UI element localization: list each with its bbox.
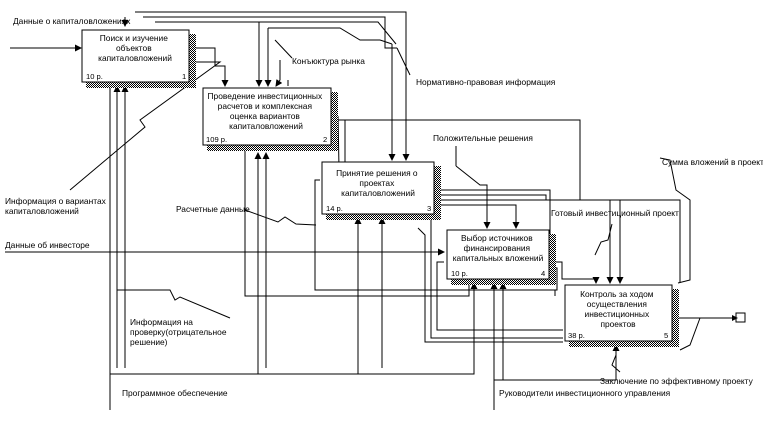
label-normative: Нормативно-правовая информация [416, 77, 555, 87]
label-software: Программное обеспечение [122, 388, 228, 398]
wire-market-b [274, 39, 293, 59]
arrow-a2-a3 [335, 115, 343, 169]
arrow-market-a2 [275, 60, 283, 87]
box-frame [321, 161, 435, 215]
label-sum: Сумма вложений в проект [662, 157, 763, 167]
box-number: 4 [541, 269, 545, 278]
label-variants-line2: капиталовложений [5, 206, 79, 216]
wire-sum [659, 157, 691, 284]
box-title: Поиск и изучение объектов капиталовложен… [98, 33, 172, 63]
box-cost: 109 р. [206, 135, 227, 144]
box-frame [446, 229, 550, 280]
wire-ready [594, 223, 613, 256]
box-frame [81, 29, 190, 83]
box-number: 1 [182, 72, 186, 81]
wire-check-info [117, 289, 231, 319]
box-frame [564, 284, 673, 342]
squiggle-conclusion [679, 317, 701, 351]
arrow-software-a4 [110, 282, 478, 375]
arrow-managers-a5 [494, 344, 620, 381]
box-title: Принятие решения о проектах капиталовлож… [336, 168, 420, 198]
box-frame [202, 87, 332, 146]
arrow-positive-a4 [455, 165, 491, 229]
boundary-tunnel [735, 312, 746, 323]
box-title: Контроль за ходом осуществления инвестиц… [580, 289, 656, 329]
activity-box-a4[interactable]: Выбор источников финансирования капиталь… [446, 229, 556, 285]
label-check-line1: Информация на [130, 317, 193, 327]
wire-normative-c [155, 21, 397, 45]
arrow-labels: Данные о капиталовложениях Конъюктура ры… [5, 16, 763, 398]
activity-box-a3[interactable]: Принятие решения о проектах капиталовлож… [321, 161, 441, 220]
label-market: Конъюктура рынка [292, 56, 365, 66]
label-conclusion: Заключение по эффективному проекту [600, 376, 754, 386]
label-investor: Данные об инвесторе [5, 240, 90, 250]
activity-box-a2[interactable]: Проведение инвестиционных расчетов и ком… [202, 87, 338, 151]
label-check-line3: решение) [130, 337, 168, 347]
wire-a5-a4 [436, 261, 563, 331]
boundary-arrowhead [732, 315, 738, 321]
wire-a3-sum [434, 199, 681, 283]
box-cost: 10 р. [86, 72, 103, 81]
arrow-a3-a4 [434, 204, 520, 229]
label-ready: Готовый инвестиционный проект [551, 208, 679, 218]
wire-managers-squiggle [611, 354, 621, 373]
box-cost: 14 р. [326, 204, 343, 213]
wire-normative-d [396, 47, 411, 76]
arrow-variants-info [69, 61, 222, 191]
activity-box-a5[interactable]: Контроль за ходом осуществления инвестиц… [564, 284, 679, 347]
activity-box-a1[interactable]: Поиск и изучение объектов капиталовложен… [81, 29, 196, 88]
arrow-a4-a5 [549, 261, 600, 284]
label-managers: Руководители инвестиционного управления [499, 388, 670, 398]
label-positive: Положительные решения [433, 133, 533, 143]
label-calc: Расчетные данные [176, 204, 250, 214]
box-number: 3 [427, 204, 431, 213]
label-invest-data: Данные о капиталовложениях [13, 16, 131, 26]
label-variants-line1: Информация о вариантах [5, 196, 107, 206]
box-title: Выбор источников финансирования капиталь… [453, 233, 544, 263]
box-title: Проведение инвестиционных расчетов и ком… [208, 91, 325, 131]
box-number: 5 [664, 331, 668, 340]
box-cost: 10 р. [451, 269, 468, 278]
wire-calc-data [244, 209, 317, 226]
label-check-line2: проверку(отрицательное [130, 327, 227, 337]
box-number: 2 [323, 135, 327, 144]
connector-arrows [5, 11, 746, 410]
box-cost: 38 р. [568, 331, 585, 340]
arrow-control-a3 [135, 11, 410, 161]
wire-market-a [268, 27, 393, 45]
